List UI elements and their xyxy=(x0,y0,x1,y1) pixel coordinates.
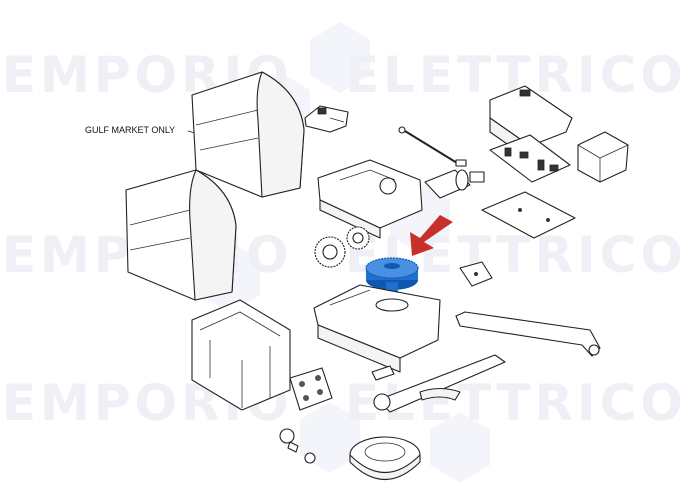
cable-clip xyxy=(371,365,395,381)
cover-standard xyxy=(125,169,237,301)
terminal-strip xyxy=(289,367,333,411)
cover-gulf-market xyxy=(191,71,305,198)
articulated-arm-straight xyxy=(455,311,601,357)
release-bracket xyxy=(459,261,493,287)
release-key xyxy=(279,428,316,464)
gulf-market-callout: GULF MARKET ONLY xyxy=(85,125,213,139)
base-dome-cover xyxy=(349,436,421,481)
intermediate-gear-pair xyxy=(314,226,370,268)
gear-housing-bottom xyxy=(313,284,441,373)
callout-label: GULF MARKET ONLY xyxy=(85,125,175,135)
mounting-frame xyxy=(191,299,291,411)
motor-base-housing xyxy=(317,159,423,239)
highlight-arrow xyxy=(410,215,453,256)
control-board xyxy=(489,134,571,183)
articulated-arm-curved xyxy=(373,354,506,413)
board-mounting-plate xyxy=(481,191,576,239)
highlighted-output-gear xyxy=(365,257,419,292)
terminal-block xyxy=(304,105,349,133)
transformer xyxy=(577,131,629,183)
limit-switch-rod xyxy=(398,126,467,167)
electric-motor xyxy=(424,169,485,199)
